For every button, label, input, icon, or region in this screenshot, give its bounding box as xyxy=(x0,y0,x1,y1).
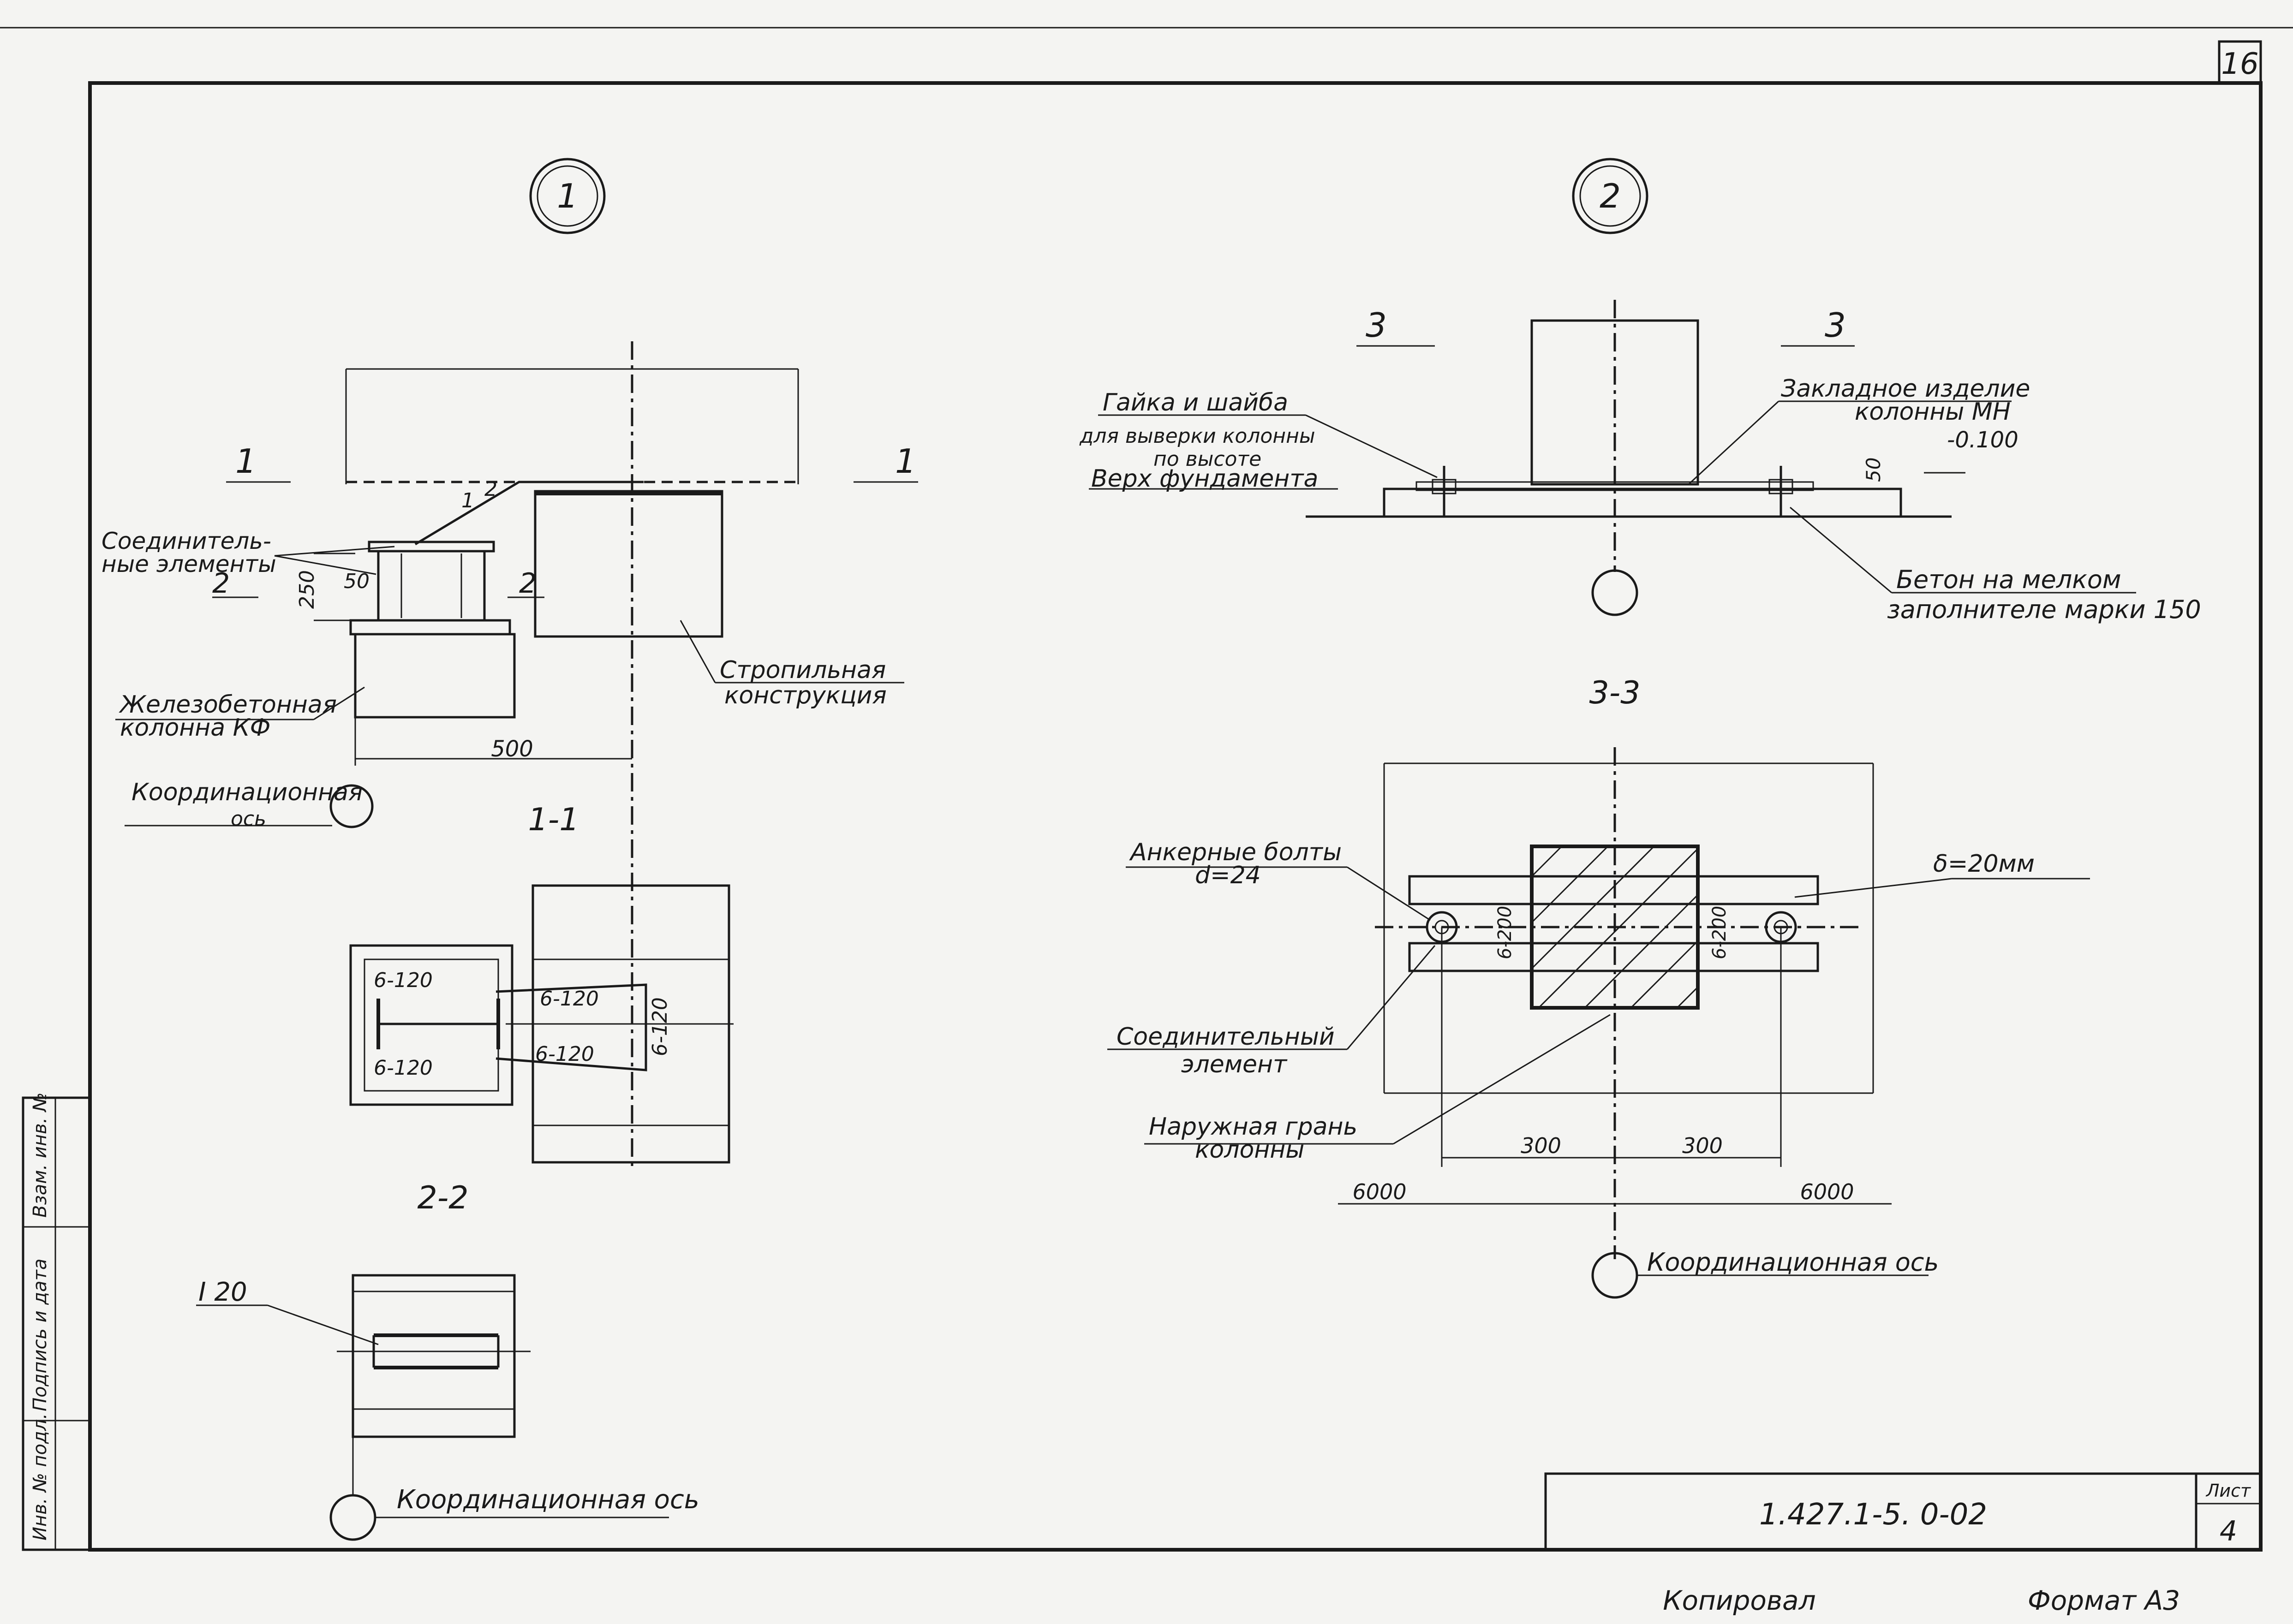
dim-50-node2: 50 xyxy=(1862,458,1885,482)
conn-element-label-1: Соединительный xyxy=(1117,1023,1335,1051)
anchor-label-1: Анкерные болты xyxy=(1129,839,1342,866)
section-1-1 xyxy=(349,884,734,1164)
dim-300-left: 300 xyxy=(1521,1133,1561,1158)
anchor-label-2: d=24 xyxy=(1195,862,1261,889)
list-number: 4 xyxy=(2220,1515,2237,1547)
coord-axis-label-33: Координационная ось xyxy=(1647,1248,1939,1277)
weld-6200-left: 6-200 xyxy=(1494,906,1516,959)
rc-column-label-1: Железобетонная xyxy=(119,691,337,719)
copied-label: Копировал xyxy=(1663,1585,1815,1616)
dim-250: 250 xyxy=(295,570,319,609)
weld-2: 6-120 xyxy=(374,1056,433,1080)
weld-1: 6-120 xyxy=(374,969,433,992)
stamp-replaces-inv: Взам. инв. № xyxy=(30,1092,51,1218)
section-2-2-title: 2-2 xyxy=(417,1180,468,1216)
section-mark-2-left: 2 xyxy=(212,567,230,600)
truss-label-2: конструкция xyxy=(724,682,887,709)
node2-marker xyxy=(1572,158,1648,234)
rc-column-label-2: колонна КФ xyxy=(120,714,270,742)
weld-6200-right: 6-200 xyxy=(1709,906,1730,959)
dim-1: 1 xyxy=(461,489,474,512)
node1-marker xyxy=(529,158,606,234)
embedded-label-1: Закладное изделие xyxy=(1781,375,2030,403)
nut-label-3: по высоте xyxy=(1153,447,1261,471)
concrete-label-2: заполнителе марки 150 xyxy=(1887,595,2201,624)
truss-label-1: Стропильная xyxy=(720,656,886,684)
weld-4: 6-120 xyxy=(535,1042,594,1066)
sheet-number: 16 xyxy=(2221,47,2258,81)
outer-face-label-1: Наружная грань xyxy=(1149,1113,1357,1141)
section-mark-3-left: 3 xyxy=(1366,306,1387,345)
concrete-label-1: Бетон на мелком xyxy=(1896,565,2121,594)
node2-geometry xyxy=(1089,300,2136,616)
section-mark-2-right: 2 xyxy=(519,567,537,600)
dim-6000-right: 6000 xyxy=(1800,1179,1854,1204)
format-label: Формат А3 xyxy=(2028,1585,2180,1616)
sheet-frame xyxy=(0,27,2293,1552)
nut-label-1: Гайка и шайба xyxy=(1103,389,1288,416)
dim-300-right: 300 xyxy=(1682,1133,1723,1158)
section-mark-3-right: 3 xyxy=(1825,306,1846,345)
drawing-code: 1.427.1-5. 0-02 xyxy=(1759,1498,1987,1532)
list-label: Лист xyxy=(2205,1481,2251,1501)
nut-label-2: для выверки колонны xyxy=(1079,424,1315,448)
section-mark-1-left: 1 xyxy=(235,442,257,481)
stamp-signature-date: Подпись и дата xyxy=(30,1259,51,1411)
dim-2: 2 xyxy=(484,477,497,501)
dim-50: 50 xyxy=(344,570,370,593)
weld-5: 6-120 xyxy=(648,997,672,1056)
dim-500: 500 xyxy=(491,736,533,762)
beam-label: I 20 xyxy=(198,1277,247,1307)
section-2-2 xyxy=(196,1274,669,1541)
coord-axis-label-1: Координационная xyxy=(131,779,363,806)
weld-3: 6-120 xyxy=(540,987,599,1011)
section-mark-1-right: 1 xyxy=(895,442,916,481)
outer-face-label-2: колонны xyxy=(1195,1136,1304,1164)
level-label: -0.100 xyxy=(1947,427,2018,453)
conn-element-label-2: элемент xyxy=(1181,1051,1288,1078)
embedded-label-2: колонны МН xyxy=(1855,398,2011,426)
node1-marker-label: 1 xyxy=(557,177,578,215)
coord-axis-label-22: Координационная ось xyxy=(397,1485,699,1515)
coord-axis-label-2: ось xyxy=(231,807,266,831)
section-3-3 xyxy=(1107,747,2090,1299)
connecting-elements-label-2: ные элементы xyxy=(102,551,276,577)
section-1-1-title: 1-1 xyxy=(528,802,579,838)
stamp-inv-original: Инв. № подл. xyxy=(30,1413,51,1541)
node2-marker-label: 2 xyxy=(1600,177,1621,215)
dim-6000-left: 6000 xyxy=(1352,1179,1406,1204)
connecting-elements-label-1: Соединитель- xyxy=(102,528,271,554)
top-foundation-label: Верх фундамента xyxy=(1091,465,1318,493)
plate-label: δ=20мм xyxy=(1933,850,2035,878)
section-3-3-title: 3-3 xyxy=(1589,675,1640,711)
node1-geometry xyxy=(115,341,918,1172)
